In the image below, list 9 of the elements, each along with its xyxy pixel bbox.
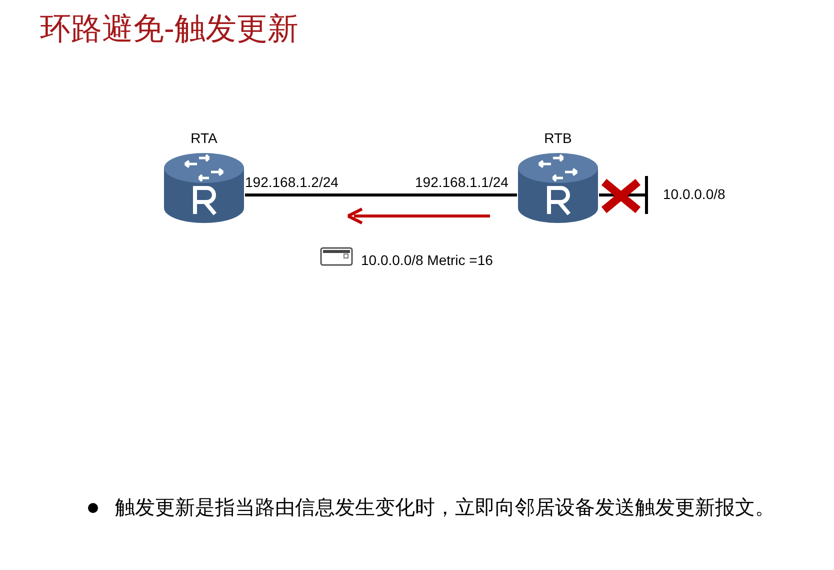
router-label: RTB	[543, 129, 573, 148]
bullet-text: 触发更新是指当路由信息发生变化时，立即向邻居设备发送触发更新报文。	[115, 496, 776, 521]
route-label: 10.0.0.0/8 Metric =16	[361, 252, 493, 268]
interface-label: 192.168.1.2/24	[245, 174, 338, 190]
router-label: RTA	[190, 129, 218, 148]
network-label: 10.0.0.0/8	[663, 186, 726, 202]
interface-label: 192.168.1.1/24	[415, 174, 508, 190]
link-line	[245, 194, 517, 196]
title: 环路避免-触发更新	[40, 10, 298, 48]
